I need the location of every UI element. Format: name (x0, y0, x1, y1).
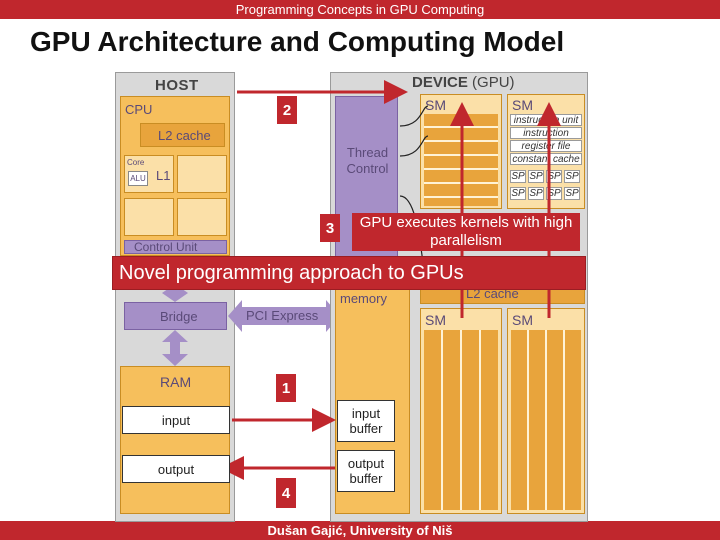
control-unit-label: Control Unit (134, 240, 198, 254)
slide-title: GPU Architecture and Computing Model (30, 26, 565, 57)
novel-approach-banner: Novel programming approach to GPUs (112, 256, 586, 290)
ram-block (120, 366, 230, 514)
host-label: HOST (155, 77, 199, 94)
header-subtitle: Programming Concepts in GPU Computing (235, 2, 485, 17)
sp-2: SP (528, 170, 544, 183)
host-output-box: output (122, 455, 230, 483)
gpu-executes-callout: GPU executes kernels with high paralleli… (352, 213, 580, 251)
host-input-box: input (122, 406, 230, 434)
sp-6: SP (528, 187, 544, 200)
sp-1: SP (510, 170, 526, 183)
sp-4: SP (564, 170, 580, 183)
step-1-badge: 1 (276, 374, 296, 402)
register-file: register file (510, 140, 582, 152)
sm-3-cells (424, 330, 498, 510)
alu-box: ALU (128, 171, 148, 186)
bridge-ram-arrow (162, 330, 188, 366)
cpu-l2-cache (140, 123, 225, 147)
control-unit (124, 240, 227, 254)
cpu-l2-label: L2 cache (158, 128, 211, 143)
constant-cache: constant cache (510, 153, 582, 165)
bridge-label: Bridge (160, 309, 198, 324)
cpu-core-2 (177, 155, 227, 193)
core-label: Core (127, 158, 145, 167)
sm-label-4: SM (512, 312, 533, 328)
device-memory-label: memory (340, 291, 387, 306)
device-label-rest: (GPU) (467, 74, 515, 91)
sm-label-2: SM (512, 97, 533, 113)
device-label-bold: DEVICE (412, 74, 468, 91)
sm-label-3: SM (425, 312, 446, 328)
cpu-label: CPU (125, 102, 153, 117)
device-output-buffer: output buffer (337, 450, 395, 492)
cpu-core-4 (177, 198, 227, 236)
sp-8: SP (564, 187, 580, 200)
sp-5: SP (510, 187, 526, 200)
l1-label: L1 (156, 168, 171, 183)
footer-text: Dušan Gajić, University of Niš (267, 523, 453, 538)
device-label: DEVICE (GPU) (412, 74, 515, 91)
cpu-core-3 (124, 198, 174, 236)
bridge-block (124, 302, 227, 330)
thread-control-label: Thread Control (346, 145, 389, 176)
device-input-buffer: input buffer (337, 400, 395, 442)
step-2-badge: 2 (277, 96, 297, 124)
pci-express-label: PCI Express (246, 308, 319, 323)
pci-express-arrow (228, 300, 340, 332)
header-bar: Programming Concepts in GPU Computing (0, 0, 720, 19)
footer-bar (0, 521, 720, 540)
step-4-badge: 4 (276, 478, 296, 508)
sm-label-1: SM (425, 97, 446, 113)
sm-4-cells (511, 330, 581, 510)
step-3-badge: 3 (320, 214, 340, 242)
ram-label: RAM (160, 374, 192, 390)
